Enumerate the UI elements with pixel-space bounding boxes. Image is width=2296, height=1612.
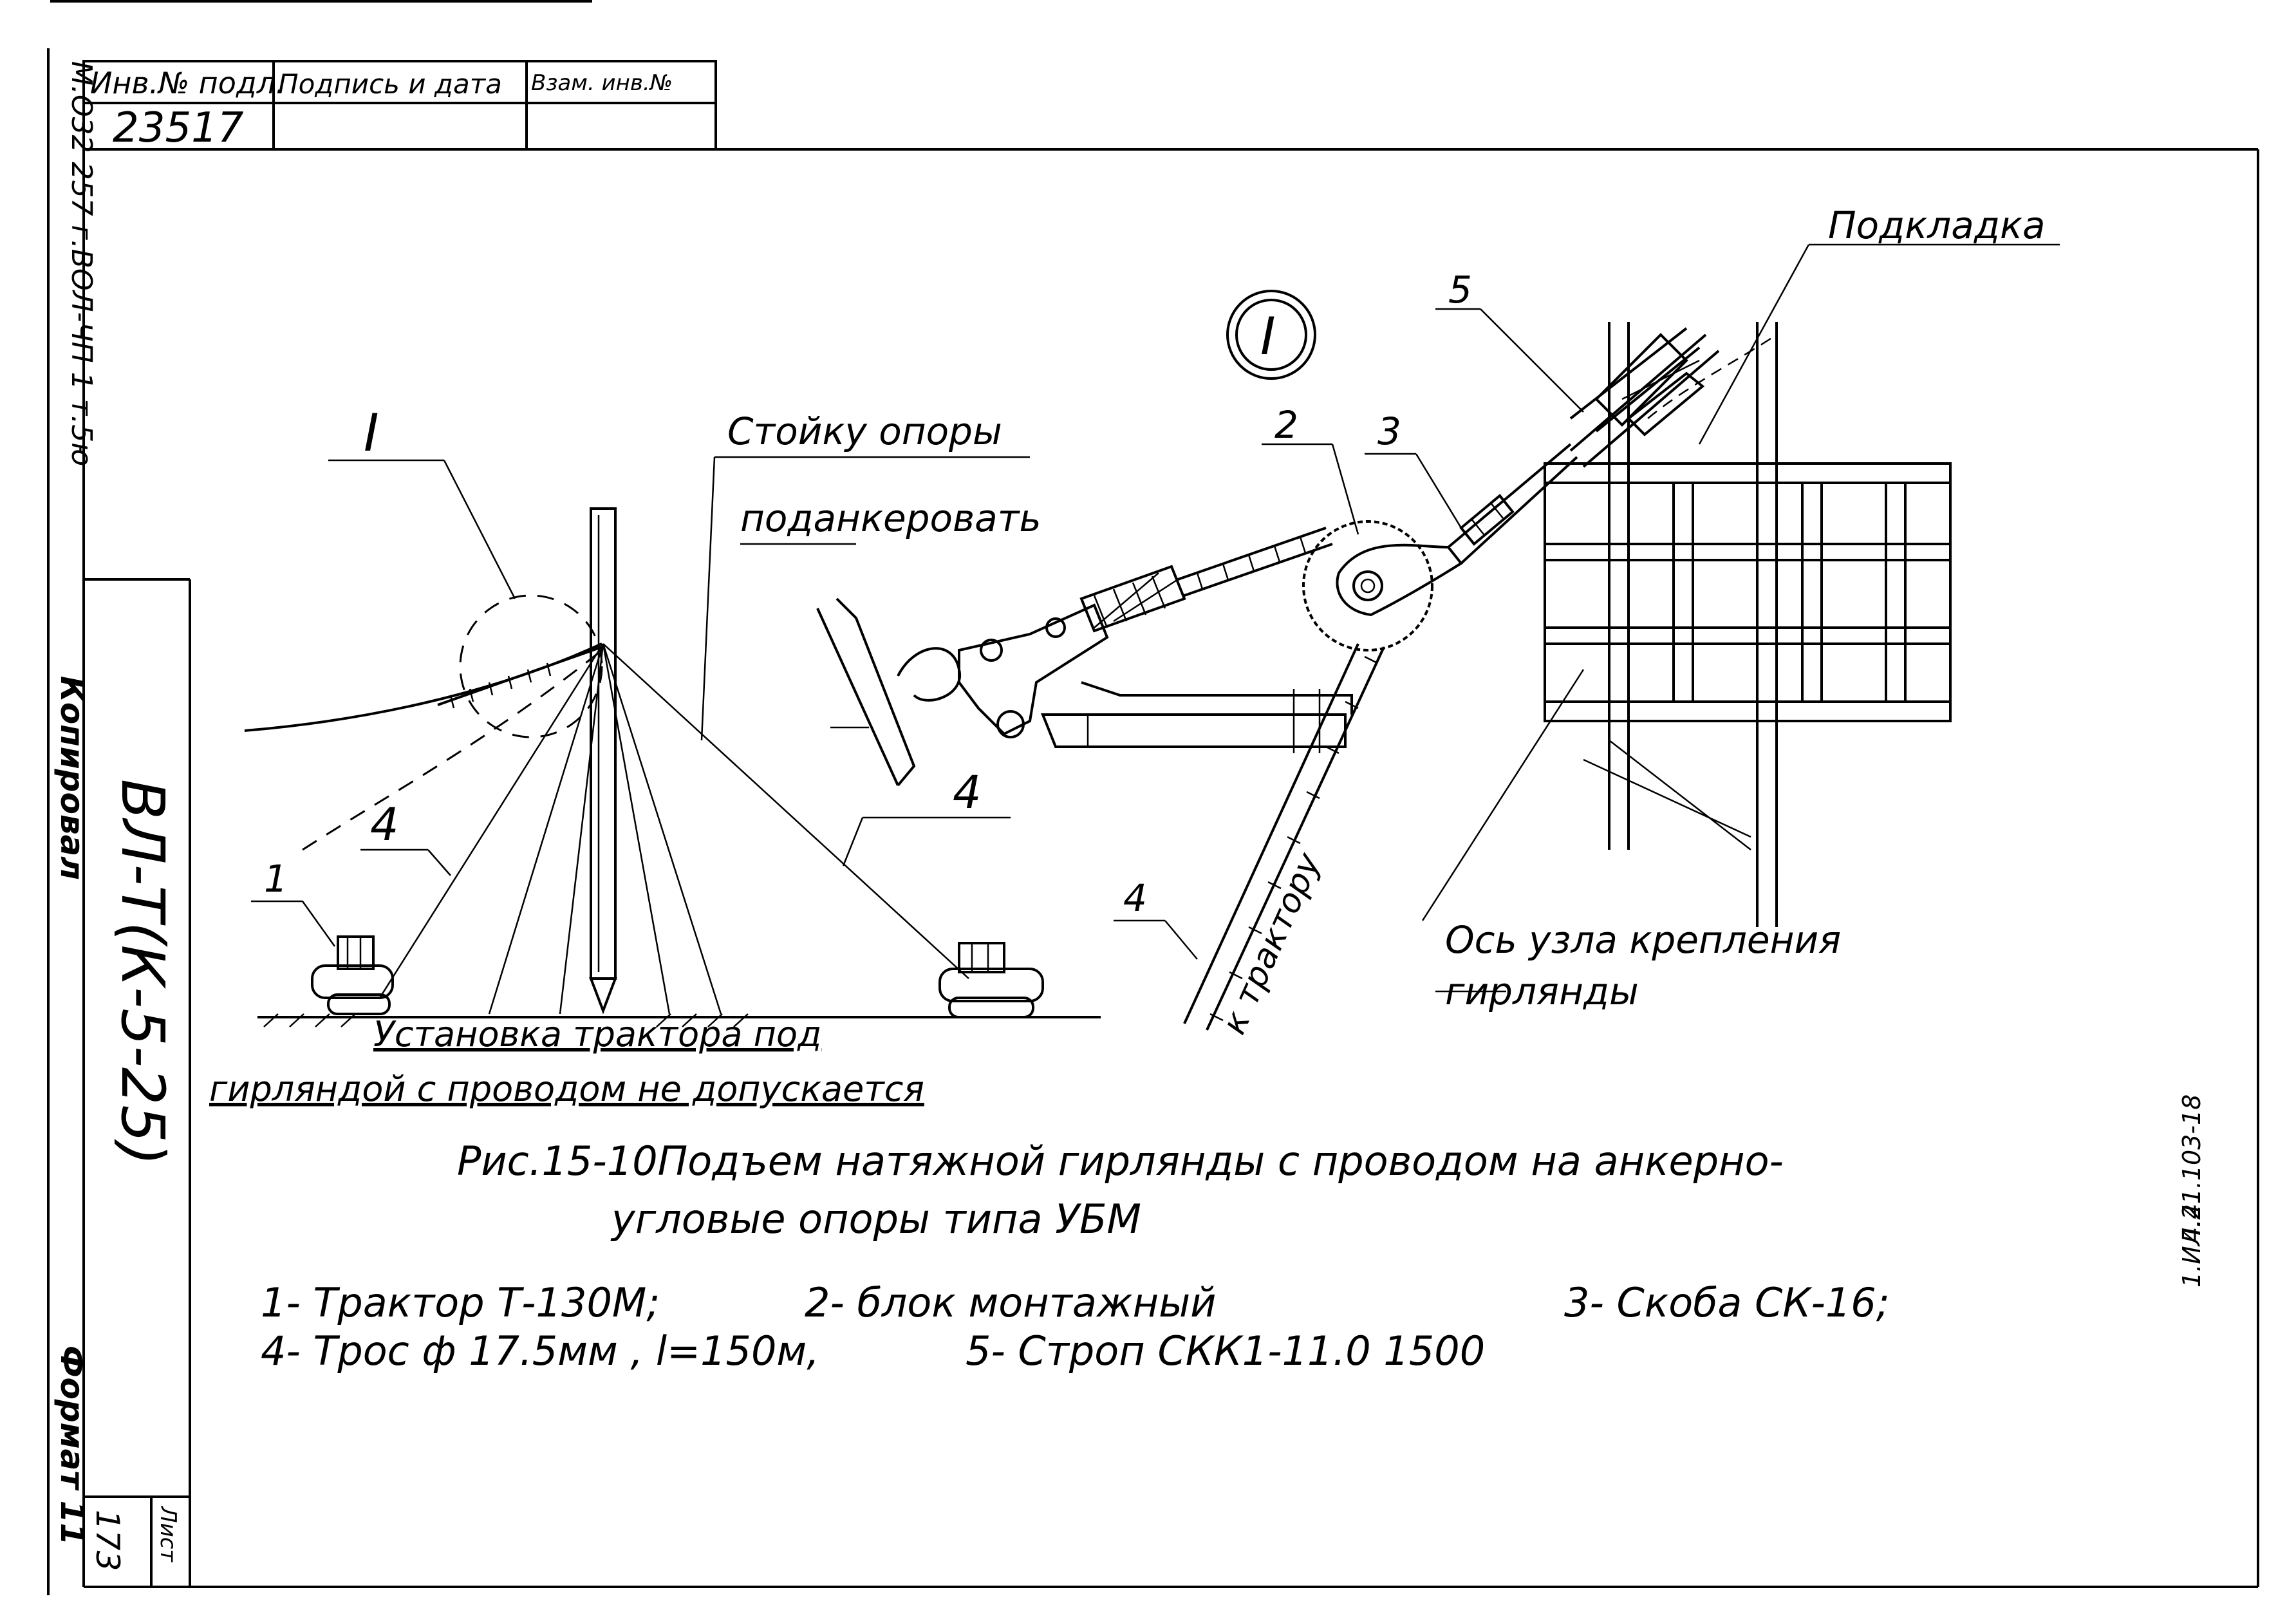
label-detail-I-left: I: [364, 403, 379, 463]
warning-line2: гирляндой с проводом не допускается: [209, 1069, 924, 1109]
side-kopiroval: Копировал: [53, 676, 91, 880]
turnbuckle: [1079, 565, 1186, 633]
tractor-left: [311, 935, 394, 1015]
label-os-line2: гирлянды: [1445, 970, 1639, 1013]
label-num1: 1: [264, 857, 288, 901]
shackle-and-sling: [1447, 327, 1720, 565]
pulley-block: [1302, 520, 1463, 651]
label-num4-right: 4: [953, 766, 982, 819]
stamp-left-code: М.О32 257 г.ВОЛ-ЧП 1 т.5ю: [65, 61, 98, 466]
detail-marker-circle: [1226, 290, 1316, 380]
side-format: Формат 11: [53, 1345, 91, 1545]
cable-to-pulley: [1177, 527, 1333, 597]
side-list-number: 173: [89, 1510, 126, 1571]
guy-cables: [378, 643, 969, 1015]
caption-line1: Рис.15-10Подъем натяжной гирлянды с пров…: [457, 1138, 1784, 1185]
yoke-plate: [958, 603, 1353, 753]
leader-lines-left: [251, 456, 1030, 947]
side-right-code: 1.ИЛ.21.103-18: [2178, 1094, 2206, 1288]
label-k-traktoru: к трактору: [1215, 847, 1329, 1040]
label-num4-left: 4: [370, 798, 399, 851]
side-doc-code: ВЛ-Т(К-5-25): [108, 779, 177, 1166]
wire-conductor: [244, 594, 603, 851]
legend-line1b: 2- блок монтажный: [805, 1279, 1216, 1326]
warning-line1: Установка трактора под: [373, 1014, 821, 1054]
label-num4-bottom: 4: [1123, 876, 1147, 920]
tower-structure: [1544, 322, 1952, 927]
label-num5: 5: [1448, 268, 1472, 312]
label-stoyku-line2: поданкеровать: [740, 496, 1041, 540]
leader-lines-right: [1114, 243, 2060, 993]
stamp-col2-header: Подпись и дата: [278, 68, 502, 100]
detail-marker-inner: [1235, 299, 1307, 371]
label-num3: 3: [1377, 409, 1401, 453]
insulator-disc: [816, 597, 962, 787]
tractor-right: [938, 942, 1044, 1018]
cable-to-tractor: [1183, 643, 1385, 1031]
label-detail-I-circle: I: [1260, 306, 1276, 366]
caption-line2: угловые опоры типа УБМ: [610, 1195, 1141, 1242]
support-pole: [589, 507, 617, 1015]
label-podkladka: Подкладка: [1828, 203, 2046, 247]
side-right-small: 4.4: [2178, 1204, 2206, 1242]
stamp-inv-number: 23517: [113, 104, 244, 152]
stamp-col3-header: Взам. инв.№: [531, 70, 673, 96]
label-os-line1: Ось узла крепления: [1445, 918, 1841, 962]
legend-line1c: 3- Скоба СК-16;: [1564, 1279, 1890, 1326]
stamp-col1-header: Инв.№ подл.: [90, 66, 285, 100]
legend-line1a: 1- Трактор Т-130М;: [261, 1279, 660, 1326]
label-num2: 2: [1274, 403, 1298, 447]
stamp-table: [50, 0, 717, 151]
label-stoyku-line1: Стойку опоры: [727, 409, 1002, 453]
legend-line2b: 5- Строп СКК1-11.0 1500: [966, 1327, 1485, 1374]
side-list-label: Лист: [155, 1505, 181, 1562]
legend-line2a: 4- Трос ф 17.5мм , l=150м,: [261, 1327, 819, 1374]
side-title-block: [84, 578, 191, 1587]
